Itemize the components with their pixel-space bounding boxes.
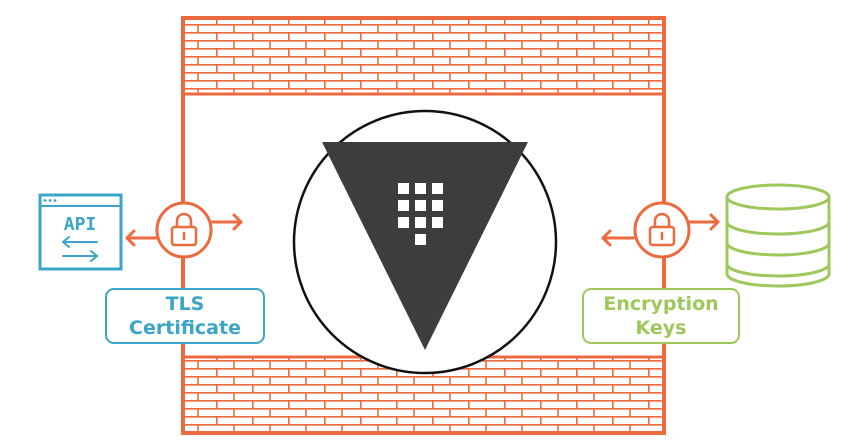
encryption-label-line2: Keys	[635, 317, 687, 339]
exchange-arrows-icon	[62, 236, 98, 262]
padlock-icon	[170, 212, 198, 247]
api-window-icon: API	[38, 193, 123, 271]
left-outgoing-arrow	[210, 213, 243, 231]
tls-label-line2: Certificate	[129, 317, 241, 339]
encryption-keys-label: Encryption Keys	[582, 288, 740, 344]
vault-logo	[292, 109, 558, 375]
left-incoming-arrow	[125, 229, 159, 247]
right-incoming-arrow	[601, 229, 635, 247]
api-label: API	[64, 214, 97, 235]
tls-certificate-label: TLS Certificate	[105, 288, 265, 344]
vault-triangle-icon	[322, 142, 528, 350]
encryption-label-line1: Encryption	[603, 293, 719, 315]
database-icon	[725, 183, 831, 288]
tls-label-line1: TLS	[165, 293, 205, 315]
encryption-lock-node	[601, 201, 720, 259]
tls-lock-node	[125, 201, 243, 259]
padlock-icon	[648, 212, 676, 247]
right-outgoing-arrow	[687, 213, 720, 231]
vault-keypad-icon	[398, 183, 443, 245]
top-brick-wall	[183, 18, 664, 94]
